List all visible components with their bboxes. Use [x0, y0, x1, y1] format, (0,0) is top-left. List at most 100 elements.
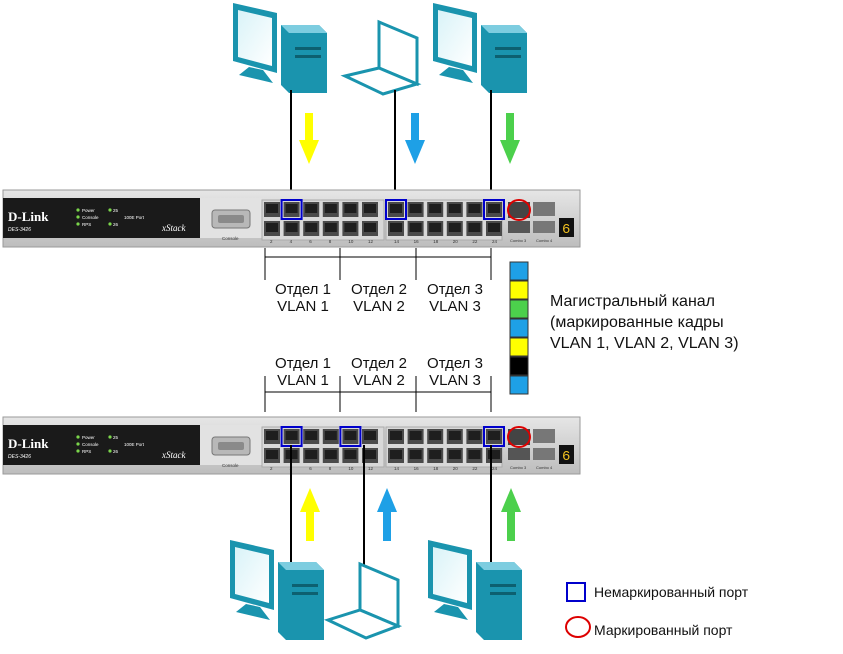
- led-label: Console: [82, 215, 99, 220]
- arrow-vlan1-up-icon: [300, 488, 320, 541]
- trunk-caption-line1: Магистральный канал: [550, 293, 716, 310]
- trunk-caption: Магистральный канал (маркированные кадры…: [550, 291, 739, 354]
- port-socket: [364, 450, 376, 459]
- port-socket: [324, 450, 337, 459]
- trunk-caption-line3: VLAN 1, VLAN 2, VLAN 3): [550, 335, 739, 352]
- vlan-name: VLAN 1: [277, 372, 329, 389]
- dept-label-bottom-1: Отдел 1 VLAN 1: [265, 355, 341, 389]
- port-socket: [305, 431, 318, 440]
- untagged-port-marker: [339, 426, 362, 447]
- stack-id-display: [559, 445, 574, 464]
- port-number-label: 8: [329, 239, 332, 244]
- legend-tagged-circle-icon: [565, 616, 591, 638]
- led-label: RPS: [82, 222, 91, 227]
- desktop-pc-bottom-left-icon: [230, 540, 324, 640]
- port-socket: [468, 223, 481, 232]
- desktop-pc-top-left-icon: [233, 3, 327, 93]
- port-group-label: 25: [113, 208, 119, 213]
- untagged-port-marker: [483, 199, 505, 220]
- status-led-icon: [76, 449, 80, 453]
- vlan-name: VLAN 1: [277, 298, 329, 315]
- port-socket: [324, 431, 337, 440]
- port-block: [385, 426, 503, 468]
- port-number-label: 20: [453, 466, 459, 471]
- port-group-label: 26: [113, 449, 119, 454]
- dept-name: Отдел 3: [427, 355, 483, 372]
- port-socket: [305, 204, 318, 213]
- stack-id-digit: 6: [562, 449, 570, 465]
- port-number-label: 6: [309, 466, 312, 471]
- port-socket: [344, 204, 357, 213]
- vlan-name: VLAN 3: [429, 298, 481, 315]
- dept-label-top-1: Отдел 1 VLAN 1: [265, 281, 341, 315]
- brand-logo: D-Link: [8, 209, 49, 224]
- arrow-vlan1-down-icon: [299, 113, 319, 164]
- legend-untagged-label: Немаркированный порт: [594, 584, 749, 600]
- port-socket: [266, 223, 278, 232]
- status-led-icon: [76, 215, 80, 219]
- status-led-icon: [76, 442, 80, 446]
- port-number-label: 2: [270, 466, 273, 471]
- port-socket: [488, 204, 500, 213]
- port-socket: [285, 223, 298, 232]
- port-number-label: 16: [414, 239, 420, 244]
- port-type-label: 100E Port: [124, 215, 145, 220]
- sfp-slot: [533, 429, 555, 443]
- vlan-bracket-bottom: [264, 376, 492, 412]
- port-number-label: 12: [368, 466, 374, 471]
- series-label: xStack: [161, 223, 186, 233]
- port-number-label: 10: [348, 239, 354, 244]
- arrow-vlan2-up-icon: [377, 488, 397, 541]
- port-socket: [448, 450, 461, 459]
- trunk-caption-line2: (маркированные кадры: [550, 314, 724, 331]
- port-socket: [448, 431, 461, 440]
- vlan-bracket-top: [264, 248, 492, 280]
- tagged-frame-block: [509, 337, 529, 357]
- port-number-label: 20: [453, 239, 459, 244]
- port-number-label: 2: [270, 239, 273, 244]
- vlan-name: VLAN 2: [353, 372, 405, 389]
- port-socket: [364, 431, 376, 440]
- dept-name: Отдел 2: [351, 355, 407, 372]
- port-number-label: 4: [290, 239, 293, 244]
- vlan-name: VLAN 2: [353, 298, 405, 315]
- port-number-label: 6: [309, 239, 312, 244]
- port-socket: [364, 223, 376, 232]
- port-number-label: 22: [472, 466, 478, 471]
- port-socket: [390, 431, 402, 440]
- port-socket: [448, 204, 461, 213]
- dept-name: Отдел 1: [275, 281, 331, 298]
- desktop-pc-top-right-icon: [433, 3, 527, 93]
- combo-label: Combo 3: [510, 238, 527, 243]
- port-number-label: 10: [348, 466, 354, 471]
- tagged-frame-block: [509, 318, 529, 338]
- combo-label: Combo 4: [536, 465, 553, 470]
- tagged-frame-block: [509, 261, 529, 281]
- port-socket: [429, 431, 442, 440]
- port-number-label: 8: [329, 466, 332, 471]
- dept-label-top-2: Отдел 2 VLAN 2: [341, 281, 417, 315]
- laptop-bottom-icon: [323, 561, 403, 640]
- port-number-label: 24: [492, 466, 498, 471]
- sfp-slot: [533, 202, 555, 216]
- arrow-vlan2-down-icon: [405, 113, 425, 164]
- sfp-slot: [533, 221, 555, 233]
- status-led-icon: [76, 222, 80, 226]
- arrow-vlan3-down-icon: [500, 113, 520, 164]
- port-number-label: 24: [492, 239, 498, 244]
- dept-label-bottom-3: Отдел 3 VLAN 3: [417, 355, 493, 389]
- port-socket: [390, 204, 402, 213]
- port-socket: [429, 223, 442, 232]
- sfp-slot: [533, 448, 555, 460]
- legend-untagged-square-icon: [566, 582, 586, 602]
- desktop-pc-bottom-right-icon: [428, 540, 522, 640]
- untagged-port-marker: [385, 199, 407, 220]
- tagged-frame-block: [509, 356, 529, 376]
- port-socket: [305, 223, 318, 232]
- dept-name: Отдел 1: [275, 355, 331, 372]
- port-socket: [429, 450, 442, 459]
- combo-port: [508, 202, 530, 218]
- console-connector-icon: [218, 442, 244, 450]
